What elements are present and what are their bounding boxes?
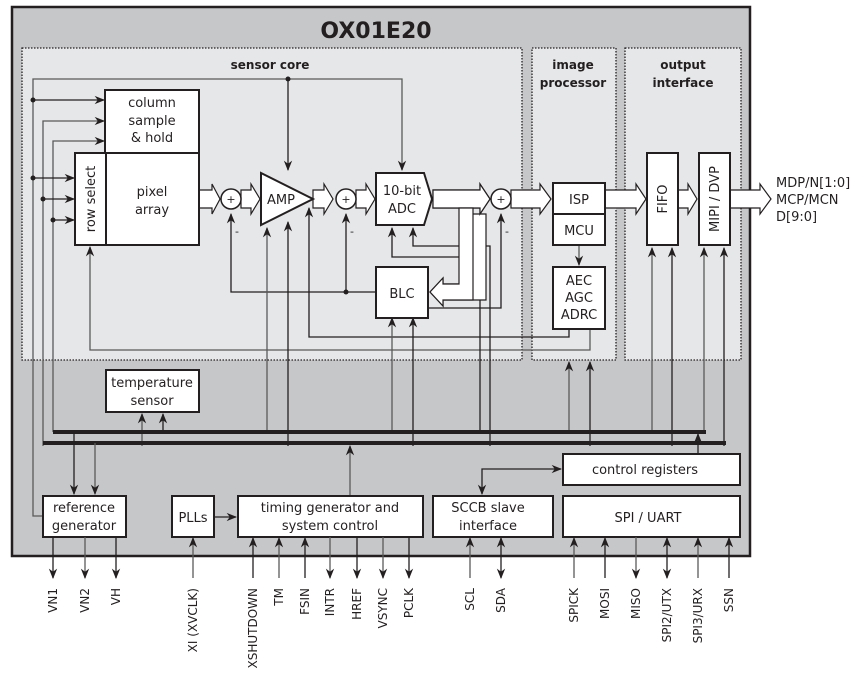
- pin-label-intr: INTR: [323, 588, 337, 616]
- amp-block: [260, 171, 316, 227]
- image-processor-label-1: image: [552, 58, 593, 72]
- output-signal-mdp: MDP/N[1:0]: [776, 176, 850, 191]
- column-sample-hold-block: [104, 89, 200, 154]
- reference-generator-label-1: reference: [53, 501, 115, 516]
- timing-generator-label-1: timing generator and: [261, 501, 399, 516]
- svg-text:+: +: [341, 193, 350, 206]
- pin-label-pclk: PCLK: [402, 587, 416, 618]
- plls-block: [171, 495, 215, 538]
- pin-label-vh: VH: [109, 588, 123, 605]
- pin-label-xshutdown: XSHUTDOWN: [246, 588, 260, 669]
- mcu-block: [552, 213, 606, 246]
- pixel-array-block: [105, 152, 200, 246]
- pin-label-spi2-utx: SPI2/UTX: [660, 588, 674, 642]
- svg-text:+: +: [226, 193, 235, 206]
- pixel-array-label-1: pixel: [137, 185, 168, 200]
- column-sample-hold-label-1: column: [128, 96, 176, 111]
- blc-block: [375, 266, 429, 319]
- pin-label-fsin: FSIN: [298, 588, 312, 615]
- fifo-label: FIFO: [656, 184, 671, 213]
- aec-agc-adrc-block: [552, 266, 606, 330]
- pin-label-scl: SCL: [463, 588, 477, 611]
- temperature-sensor-label-2: sensor: [130, 394, 174, 409]
- pin-label-spick: SPICK: [567, 587, 581, 623]
- pin-label-tm: TM: [272, 588, 286, 607]
- column-sample-hold-label-3: & hold: [131, 131, 173, 146]
- timing-generator-label-2: system control: [282, 519, 378, 534]
- plls-label: PLLs: [178, 511, 207, 526]
- adc-block: [375, 172, 434, 226]
- control-registers-block: [562, 453, 741, 486]
- svg-text:-: -: [350, 225, 354, 238]
- temperature-sensor-label-1: temperature: [111, 376, 193, 391]
- pin-label-vn2: VN2: [78, 588, 92, 613]
- pin-group: VN1 VN2 VH XI (XVCLK) XSHUTDOWN TM FSIN INTR HRE…: [46, 536, 736, 669]
- mipi-dvp-label: MIPI / DVP: [708, 166, 723, 232]
- adc-label-1: 10-bit: [383, 184, 421, 199]
- pin-label-mosi: MOSI: [598, 588, 612, 619]
- pin-label-href: HREF: [350, 588, 364, 620]
- temperature-sensor-block: [105, 369, 200, 413]
- output-arrow: [729, 182, 772, 216]
- chip-title: OX01E20: [320, 19, 431, 44]
- adc-label-2: ADC: [388, 202, 416, 217]
- control-registers-label: control registers: [592, 463, 698, 478]
- output-interface-label-1: output: [660, 58, 706, 72]
- sccb-slave-block: [432, 495, 554, 538]
- agc-label: AGC: [565, 291, 593, 306]
- spi-uart-block: [562, 495, 741, 538]
- svg-text:-: -: [235, 225, 239, 238]
- output-interface-label-2: interface: [652, 76, 713, 90]
- blc-label: BLC: [389, 287, 414, 302]
- reference-generator-label-2: generator: [52, 519, 117, 534]
- sccb-slave-label-2: interface: [459, 519, 517, 534]
- image-processor-label-2: processor: [540, 76, 607, 90]
- spi-uart-label: SPI / UART: [614, 511, 681, 526]
- pin-label-vn1: VN1: [46, 588, 60, 613]
- adrc-label: ADRC: [561, 308, 597, 323]
- isp-label: ISP: [569, 193, 589, 208]
- sccb-slave-label-1: SCCB slave: [451, 501, 525, 516]
- sensor-core-label: sensor core: [231, 58, 310, 72]
- fifo-block: [646, 152, 679, 246]
- pin-label-xi-xvclk-: XI (XVCLK): [186, 588, 200, 652]
- summing-node-3: + -: [490, 188, 512, 238]
- mipi-dvp-block: [698, 152, 731, 246]
- summing-node-2: + -: [335, 188, 357, 238]
- column-sample-hold-label-2: sample: [128, 114, 175, 129]
- output-signal-mcp: MCP/MCN: [776, 193, 839, 208]
- output-signal-d: D[9:0]: [776, 210, 817, 225]
- row-select-label: row select: [84, 166, 99, 232]
- svg-text:-: -: [505, 225, 509, 238]
- pin-label-ssn: SSN: [722, 588, 736, 612]
- pixel-array-label-2: array: [135, 203, 169, 218]
- summing-node-1: + -: [220, 188, 242, 238]
- timing-generator-block: [237, 495, 424, 538]
- amp-label: AMP: [267, 193, 295, 208]
- reference-generator-block: [42, 495, 127, 538]
- pin-label-spi3-urx: SPI3/URX: [691, 588, 705, 643]
- mcu-label: MCU: [564, 224, 594, 239]
- pin-label-miso: MISO: [629, 588, 643, 619]
- svg-text:+: +: [496, 193, 505, 206]
- pin-label-sda: SDA: [494, 587, 508, 613]
- pin-label-vsync: VSYNC: [376, 588, 390, 629]
- aec-label: AEC: [566, 274, 592, 289]
